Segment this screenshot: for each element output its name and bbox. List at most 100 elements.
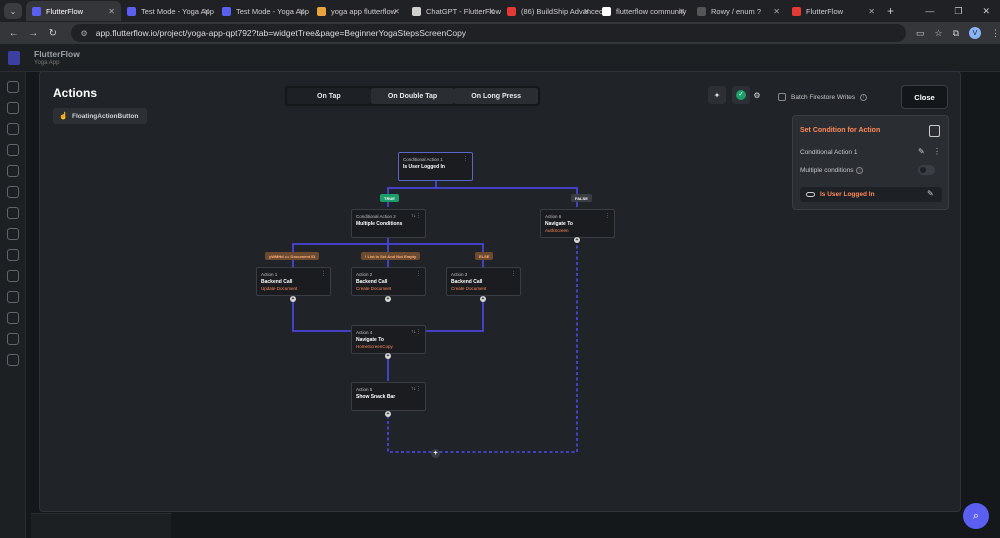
close-button[interactable]: Close (901, 85, 948, 109)
rail-icon[interactable] (6, 123, 19, 135)
ai-assist-icon[interactable]: ✦ (708, 86, 726, 104)
more-icon[interactable]: ⋮ (416, 386, 421, 392)
action-1-node[interactable]: Action 1 Backend Call Update Document ⋮ (256, 267, 331, 296)
add-action-icon[interactable]: + (431, 449, 440, 458)
rail-icon[interactable] (6, 291, 19, 303)
rail-icon[interactable] (6, 270, 19, 282)
close-tab-icon[interactable]: ✕ (773, 6, 780, 16)
rail-icon[interactable] (6, 207, 19, 219)
reorder-icon[interactable]: ↑↓ (411, 386, 416, 392)
tab-title: ChatGPT - FlutterFlow (426, 6, 501, 16)
add-action-icon[interactable]: + (385, 353, 391, 359)
close-tab-icon[interactable]: ✕ (203, 6, 210, 16)
batch-writes-checkbox[interactable] (778, 93, 786, 101)
close-tab-icon[interactable]: ✕ (108, 6, 115, 16)
close-tab-icon[interactable]: ✕ (583, 6, 590, 16)
action-2-node[interactable]: Action 2 Backend Call Create Document ⋮ (351, 267, 426, 296)
reload-icon[interactable]: ↻ (48, 27, 57, 39)
edit-condition-icon[interactable]: ✎ (927, 189, 934, 198)
debug-icon[interactable]: ⚙ (753, 90, 761, 100)
edit-icon[interactable]: ✎ (918, 147, 925, 156)
rail-icon[interactable] (6, 165, 19, 177)
reorder-icon[interactable]: ↑↓ (411, 213, 416, 219)
tab-search-icon[interactable]: ⌄ (4, 3, 22, 19)
bookmark-star-icon[interactable]: ☆ (934, 27, 943, 38)
action-5-node[interactable]: Action 5 Show Snack Bar ↑↓ ⋮ (351, 382, 426, 411)
more-icon[interactable]: ⋮ (511, 271, 516, 277)
condition-chip[interactable]: Is User Logged In (800, 187, 942, 202)
rail-icon[interactable] (6, 249, 19, 261)
close-window-icon[interactable]: ✕ (982, 5, 990, 16)
reorder-icon[interactable]: ↑↓ (411, 329, 416, 335)
add-action-icon[interactable]: + (480, 296, 486, 302)
add-action-icon[interactable]: + (385, 296, 391, 302)
left-nav-rail (0, 72, 26, 538)
tab-on-double-tap[interactable]: On Double Tap (370, 88, 455, 104)
rail-icon[interactable] (6, 354, 19, 366)
rail-icon[interactable] (6, 81, 19, 93)
tab-on-tap[interactable]: On Tap (287, 88, 371, 104)
rail-icon[interactable] (6, 186, 19, 198)
rail-icon[interactable] (6, 333, 19, 345)
help-search-button[interactable]: ⌕ (963, 503, 989, 529)
extensions-icon[interactable]: ⧉ (952, 27, 959, 38)
close-tab-icon[interactable]: ✕ (393, 6, 400, 16)
minimize-icon[interactable]: — (925, 6, 935, 16)
tab-on-long-press[interactable]: On Long Press (454, 88, 539, 104)
condition-panel: Set Condition for Action Conditional Act… (792, 115, 949, 210)
browser-tab[interactable]: (86) BuildShip Advanced✕ (501, 1, 603, 21)
browser-tab[interactable]: FlutterFlow ✕ (26, 1, 121, 21)
add-action-icon[interactable]: + (574, 237, 580, 243)
close-tab-icon[interactable]: ✕ (488, 6, 495, 16)
more-icon[interactable]: ⋮ (416, 329, 421, 335)
node-subtitle: Create Document (356, 286, 392, 291)
toggle-icon (806, 192, 815, 197)
url-field[interactable]: ⚙ app.flutterflow.io/project/yoga-app-qp… (70, 24, 906, 42)
site-info-icon[interactable]: ⚙ (80, 28, 88, 38)
trigger-widget-chip[interactable]: ☝ FloatingActionButton (53, 108, 148, 124)
close-tab-icon[interactable]: ✕ (298, 6, 305, 16)
browser-menu-icon[interactable]: ⋮ (991, 27, 1000, 38)
action-6-node[interactable]: Action 6 Navigate To AuthScreen ⋮ (540, 209, 615, 238)
close-tab-icon[interactable]: ✕ (868, 6, 875, 16)
rail-icon[interactable] (6, 312, 19, 324)
action-3-node[interactable]: Action 3 Backend Call Create Document ⋮ (446, 267, 521, 296)
rail-icon[interactable] (6, 228, 19, 240)
browser-tab[interactable]: Test Mode - Yoga App✕ (216, 1, 311, 21)
conditional-action-1-node[interactable]: Conditional Action 1 Is User Logged In ⋮ (398, 152, 473, 181)
forward-icon[interactable]: → (28, 27, 39, 39)
more-icon[interactable]: ⋮ (321, 271, 326, 277)
browser-tab[interactable]: Test Mode - Yoga App✕ (121, 1, 216, 21)
action-4-node[interactable]: Action 4 Navigate To HomeScreenCopy ↑↓ ⋮ (351, 325, 426, 354)
node-label: Action 5 (356, 387, 373, 392)
rail-icon[interactable] (6, 144, 19, 156)
new-tab-button[interactable]: + (887, 4, 895, 18)
browser-tab[interactable]: yoga app flutterflow✕ (311, 1, 406, 21)
browser-tab[interactable]: FlutterFlow✕ (786, 1, 881, 21)
more-icon[interactable]: ⋮ (605, 213, 610, 219)
browser-tab[interactable]: Rowy / enum ?✕ (691, 1, 786, 21)
more-icon[interactable]: ⋮ (463, 156, 468, 162)
tab-title: FlutterFlow (46, 6, 84, 16)
add-action-icon[interactable]: + (290, 296, 296, 302)
multiple-conditions-toggle[interactable] (918, 165, 935, 175)
conditional-action-2-node[interactable]: Conditional Action 2 Multiple Conditions… (351, 209, 426, 238)
profile-avatar[interactable]: V (969, 27, 981, 39)
back-icon[interactable]: ← (8, 27, 19, 39)
check-icon[interactable]: ✓ (732, 86, 750, 104)
document-icon[interactable] (929, 125, 940, 137)
more-icon[interactable]: ⋮ (933, 147, 941, 156)
info-icon[interactable]: i (860, 93, 868, 101)
more-icon[interactable]: ⋮ (416, 213, 421, 219)
close-tab-icon[interactable]: ✕ (678, 6, 685, 16)
more-icon[interactable]: ⋮ (416, 271, 421, 277)
maximize-icon[interactable]: ❐ (954, 5, 963, 16)
browser-tab[interactable]: ChatGPT - FlutterFlow✕ (406, 1, 501, 21)
batch-writes-option[interactable]: Batch Firestore Writes i (778, 93, 868, 101)
cast-icon[interactable]: ▭ (915, 27, 925, 38)
rail-icon[interactable] (6, 102, 19, 114)
info-icon[interactable]: i (856, 167, 864, 174)
browser-tab[interactable]: flutterflow community✕ (596, 1, 691, 21)
node-label: Action 4 (356, 330, 373, 335)
add-action-icon[interactable]: + (385, 411, 391, 417)
